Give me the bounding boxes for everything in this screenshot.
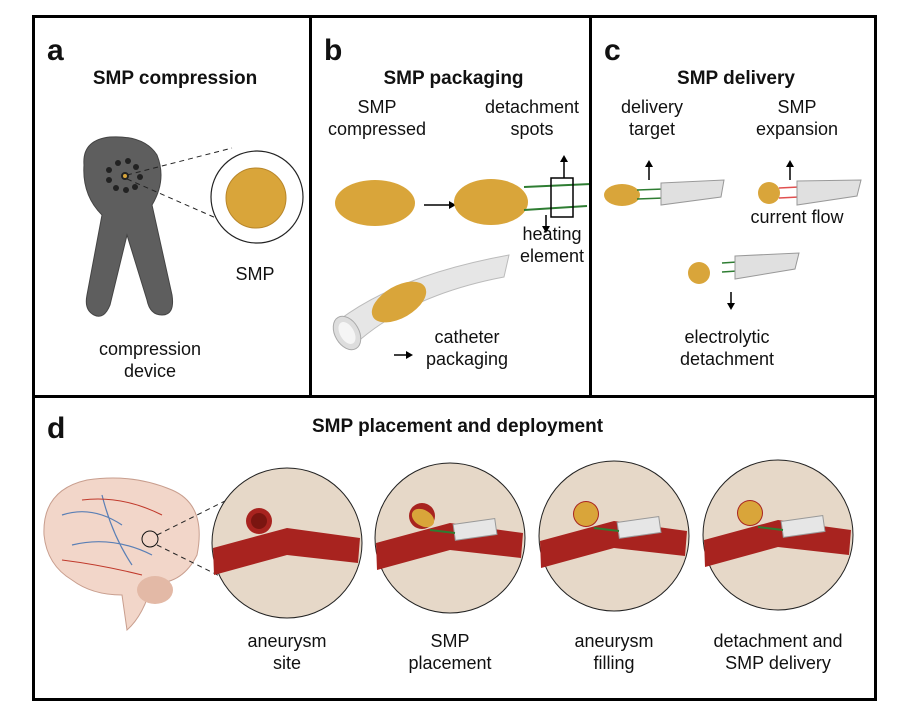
panel-a: a SMP compression SMP compression device — [32, 15, 312, 398]
compression-device-icon — [83, 136, 173, 317]
step-circle-4 — [702, 459, 854, 611]
label-catheter-packaging: catheter packaging — [425, 327, 509, 369]
smp-sphere-icon — [225, 167, 287, 229]
smp-expanded-icon — [758, 182, 780, 204]
smp-icon — [411, 508, 435, 528]
smp-icon — [574, 502, 598, 526]
catheter-2 — [796, 179, 862, 206]
packaging-illustration — [332, 155, 592, 359]
compression-device-illustration — [83, 136, 304, 317]
label-smp-compressed: SMP compressed — [327, 97, 427, 139]
panel-title-a: SMP compression — [92, 68, 258, 89]
label-current-flow: current flow — [750, 207, 844, 227]
panel-c: c SMP delivery delivery target SMP expan… — [589, 15, 877, 398]
vessel-icon — [213, 528, 360, 575]
label-heating-element: heating element — [519, 224, 585, 266]
smp-detached-icon — [688, 262, 710, 284]
panel-label-b: b — [324, 34, 343, 67]
wire-icon — [429, 529, 456, 534]
label-electrolytic-detachment: electrolytic detachment — [679, 327, 775, 369]
step-label-2: SMP placement — [408, 631, 492, 673]
label-smp: SMP — [235, 264, 275, 284]
label-delivery-target: delivery target — [620, 97, 684, 139]
smp-compressed-wired-icon — [454, 179, 528, 225]
step-circle-1 — [211, 467, 363, 619]
wire-bottom — [523, 205, 588, 211]
wire-top — [523, 183, 592, 188]
panel-title-c: SMP delivery — [677, 68, 795, 89]
label-compression-device: compression device — [98, 339, 202, 381]
step-circle-3 — [538, 460, 690, 612]
catheter-1 — [660, 179, 725, 206]
placement-illustration — [43, 459, 854, 631]
wire-icon — [593, 527, 620, 532]
label-smp-expansion: SMP expansion — [755, 97, 839, 139]
panel-title-d: SMP placement and deployment — [311, 416, 604, 437]
panel-title-b: SMP packaging — [383, 68, 524, 89]
step-label-4: detachment and SMP delivery — [713, 631, 843, 673]
label-detachment-spots: detachment spots — [484, 97, 580, 139]
smp-target-icon — [604, 184, 640, 206]
brain-icon — [43, 477, 200, 631]
wire-icon — [757, 526, 784, 531]
step-circle-2 — [374, 462, 526, 614]
delivery-illustration — [604, 160, 862, 310]
brain-zoom-marker — [141, 530, 159, 548]
catheter-3 — [734, 252, 800, 280]
smp-compressed-icon — [335, 180, 415, 226]
step-label-3: aneurysm filling — [574, 631, 654, 673]
panel-d: d SMP placement and deployment aneurysm … — [32, 395, 877, 701]
panel-label-d: d — [47, 412, 66, 445]
smp-icon — [738, 501, 762, 525]
catheter-icon — [332, 254, 510, 351]
panel-label-c: c — [604, 34, 621, 67]
panel-label-a: a — [47, 34, 64, 67]
step-label-1: aneurysm site — [247, 631, 327, 673]
detachment-box — [550, 177, 574, 218]
panel-b: b SMP packaging SMP compressed detachmen… — [309, 15, 592, 398]
